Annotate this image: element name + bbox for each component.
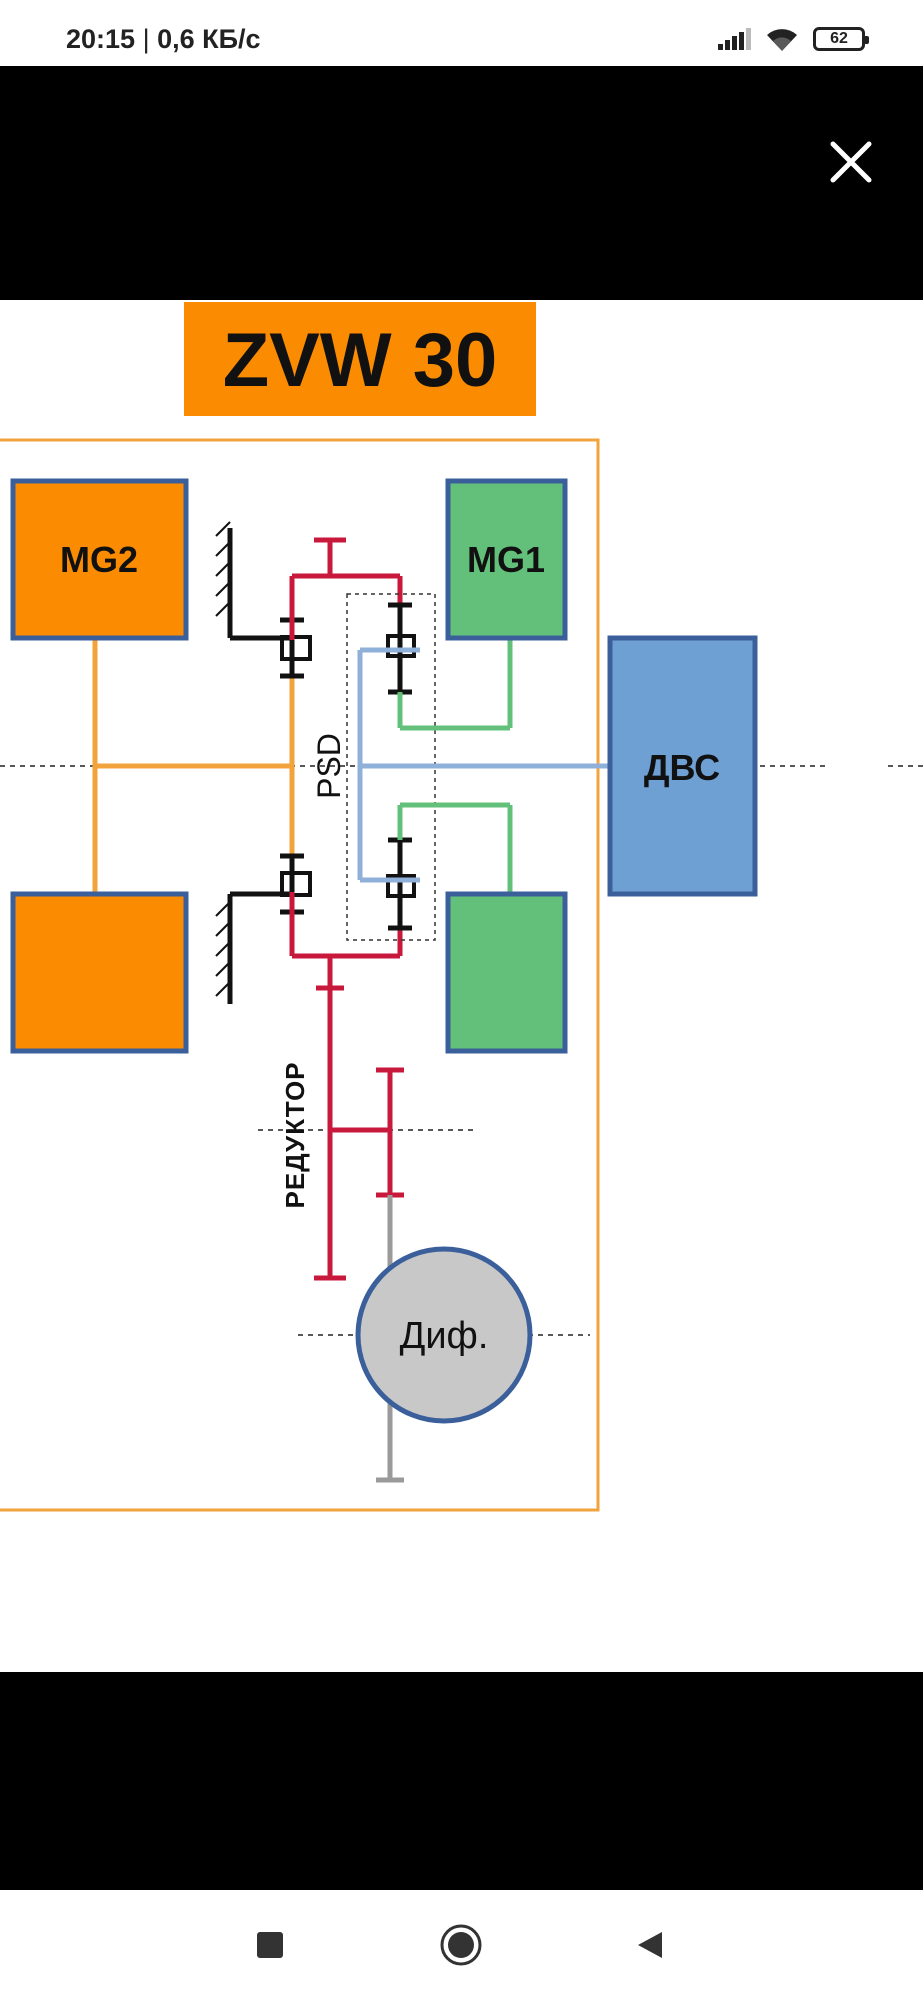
square-icon <box>257 1932 283 1958</box>
back-triangle-icon <box>638 1932 662 1958</box>
image-view[interactable]: ZVW 30 MG2 <box>0 300 923 1672</box>
status-time: 20:15 <box>66 24 136 54</box>
back-button[interactable] <box>625 1920 675 1970</box>
status-time-block: 20:15 | 0,6 КБ/с <box>66 24 261 55</box>
mg2-block <box>10 478 189 641</box>
status-bar: 20:15 | 0,6 КБ/с 62 <box>0 0 923 66</box>
psd-box <box>346 593 436 941</box>
psd-label: PSD <box>311 733 347 799</box>
transaxle-frame <box>0 438 600 1512</box>
viewer-top-bar <box>0 66 923 300</box>
differential-circle <box>355 1246 533 1424</box>
home-button[interactable] <box>436 1920 486 1970</box>
battery-icon: 62 <box>813 27 869 51</box>
recent-apps-button[interactable] <box>245 1920 295 1970</box>
ice-block <box>607 635 758 897</box>
status-icons: 62 <box>717 26 869 52</box>
battery-level: 62 <box>830 30 848 47</box>
reducer-label: РЕДУКТОР <box>280 1061 310 1208</box>
navigation-bar <box>0 1890 923 2000</box>
title-box <box>184 302 536 416</box>
mg1-block <box>445 478 568 641</box>
viewer-bottom-bar <box>0 1672 923 1890</box>
mg2-lower-block <box>10 891 189 1054</box>
mg1-lower-block <box>445 891 568 1054</box>
wifi-icon <box>767 29 797 51</box>
close-icon <box>830 141 872 183</box>
differential-label: Диф. <box>400 1315 489 1357</box>
close-button[interactable] <box>823 134 879 190</box>
diagram-title: ZVW 30 <box>223 318 498 403</box>
mg1-label: MG1 <box>467 539 545 580</box>
signal-icon <box>718 28 751 50</box>
circle-icon <box>440 1924 482 1966</box>
mg2-label: MG2 <box>60 539 138 580</box>
drivetrain-diagram: ZVW 30 MG2 <box>0 302 923 1512</box>
status-speed: 0,6 КБ/с <box>157 24 261 54</box>
ice-label: ДВС <box>644 747 720 788</box>
status-separator: | <box>142 24 150 54</box>
